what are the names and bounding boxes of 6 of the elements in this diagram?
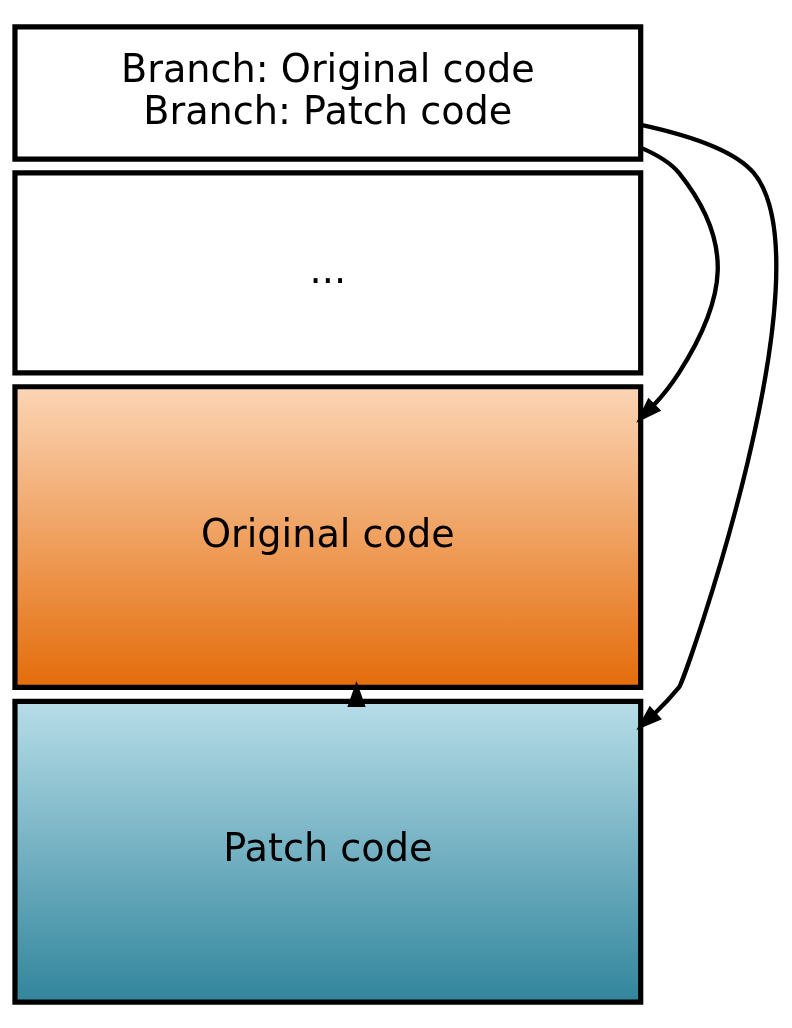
node-box: Original code <box>12 383 644 690</box>
arrow <box>347 680 366 707</box>
node-box: Branch: Original code Branch: Patch code <box>12 23 644 162</box>
node-box: ... <box>12 169 644 375</box>
arrow <box>636 122 778 730</box>
arrow <box>636 145 720 423</box>
